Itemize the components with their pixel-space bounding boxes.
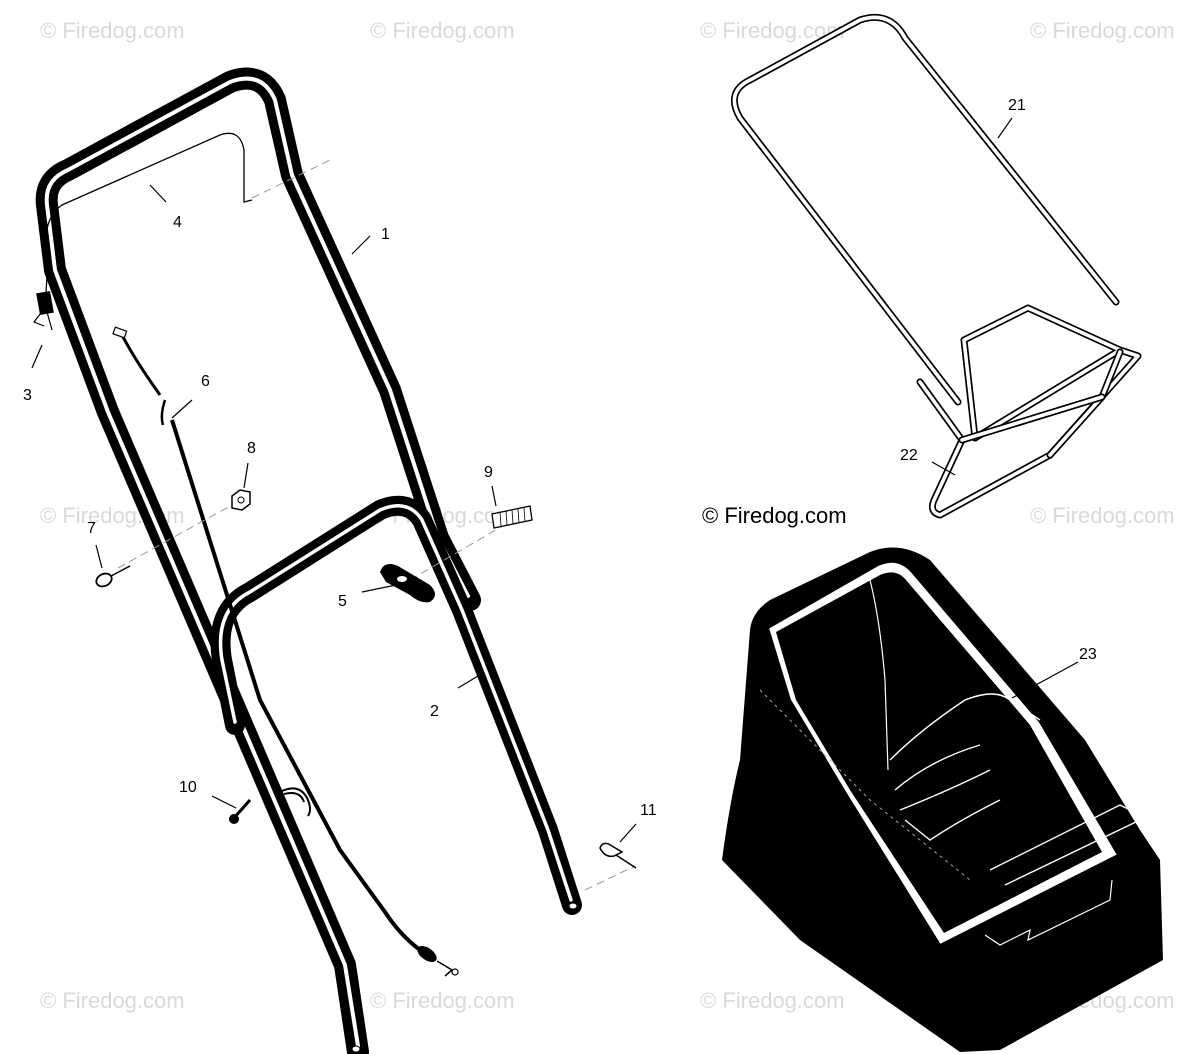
leader-lines [31,117,1079,843]
callout-2: 2 [430,703,439,720]
nut [231,489,251,511]
watermark: © Firedog.com [1030,18,1175,43]
control-cable [112,326,459,977]
hairpin-clip [599,842,637,869]
grass-bag [722,547,1163,1052]
bolt [491,505,533,529]
callout-23: 23 [1079,646,1097,663]
callouts: 1 2 3 4 5 6 7 8 9 10 11 21 22 23 [23,97,1097,819]
bag-frame-upper [730,13,1120,406]
upper-handle [35,67,481,1054]
callout-6: 6 [201,373,210,390]
lower-handle [210,495,582,915]
watermark: © Firedog.com [370,18,515,43]
callout-9: 9 [484,464,493,481]
watermark: © Firedog.com [40,988,185,1013]
watermark: © Firedog.com [370,988,515,1013]
callout-1: 1 [381,226,390,243]
bag-frame-lower [916,304,1142,519]
callout-4: 4 [173,214,182,231]
callout-10: 10 [179,779,197,796]
wing-knob [380,564,435,603]
assembly-lines [117,159,636,891]
watermark: © Firedog.com [1030,503,1175,528]
cable-clip [229,787,311,824]
callout-8: 8 [247,440,256,457]
watermark-layer: © Firedog.com © Firedog.com © Firedog.co… [40,18,1175,1013]
control-bail [33,132,253,331]
callout-11: 11 [640,802,657,819]
callout-21: 21 [1008,97,1026,114]
eye-bolt [95,565,131,588]
callout-22: 22 [900,447,918,464]
callout-5: 5 [338,593,347,610]
callout-3: 3 [23,387,32,404]
watermark: © Firedog.com [700,988,845,1013]
watermark: © Firedog.com [40,18,185,43]
copyright-credit: © Firedog.com [702,503,847,528]
callout-7: 7 [87,520,96,537]
